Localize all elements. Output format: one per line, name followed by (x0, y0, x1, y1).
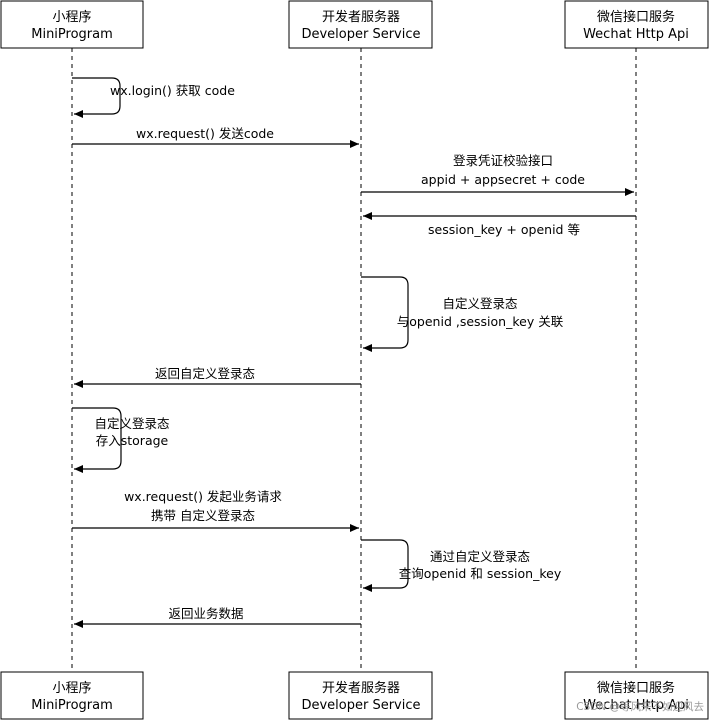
actor-box-wechat-api-top: 微信接口服务 Wechat Http Api (564, 0, 709, 49)
message-label-line2: 存入storage (96, 433, 169, 448)
self-loop-arrow (361, 276, 409, 352)
message-wx-request-send-code: wx.request() 发送code (72, 126, 359, 148)
self-loop-arrow (72, 407, 122, 473)
actor-name-cn: 小程序 (52, 681, 91, 696)
message-session-key-response: session_key + openid 等 (363, 212, 636, 237)
message-label-line2: 携带 自定义登录态 (151, 508, 255, 523)
message-query-session: 通过自定义登录态 查询openid 和 session_key (361, 539, 562, 592)
actor-name-en: MiniProgram (31, 27, 113, 42)
self-loop-arrow (72, 77, 121, 118)
actor-name-en: Developer Service (301, 27, 420, 42)
actor-name-en: Wechat Http Api (583, 698, 689, 713)
message-label-line2: appid + appsecret + code (421, 172, 585, 187)
actor-name-en: MiniProgram (31, 698, 113, 713)
actor-name-en: Wechat Http Api (583, 27, 689, 42)
message-business-request: wx.request() 发起业务请求 携带 自定义登录态 (72, 489, 359, 532)
message-label: 返回业务数据 (168, 606, 243, 621)
actor-name-en: Developer Service (301, 698, 420, 713)
actor-box-wechat-api-bottom: 微信接口服务 Wechat Http Api (564, 671, 709, 720)
message-custom-login-state-bind: 自定义登录态 与openid ,session_key 关联 (361, 276, 564, 352)
message-return-business-data: 返回业务数据 (74, 606, 361, 628)
actor-box-miniprogram-top: 小程序 MiniProgram (0, 0, 144, 49)
watermark-text: CSDN @等风来不如迎风去 (576, 700, 704, 713)
message-label: wx.login() 获取 code (110, 83, 235, 98)
actor-name-cn: 微信接口服务 (597, 9, 675, 25)
actor-name-cn: 开发者服务器 (322, 680, 400, 696)
actor-name-cn: 小程序 (52, 10, 91, 25)
message-label-line1: 自定义登录态 (94, 416, 169, 431)
actor-box-miniprogram-bottom: 小程序 MiniProgram (0, 671, 144, 720)
message-wx-login: wx.login() 获取 code (72, 77, 235, 118)
message-label-line1: 自定义登录态 (442, 296, 517, 311)
actor-name-cn: 开发者服务器 (322, 9, 400, 25)
message-label-line1: 登录凭证校验接口 (453, 153, 553, 168)
message-label: 返回自定义登录态 (155, 366, 255, 381)
message-label-line1: wx.request() 发起业务请求 (124, 489, 282, 504)
message-label: session_key + openid 等 (428, 222, 580, 237)
message-label: wx.request() 发送code (136, 126, 274, 141)
message-label-line2: 查询openid 和 session_key (399, 566, 562, 581)
actor-name-cn: 微信接口服务 (597, 680, 675, 696)
message-store-login-state: 自定义登录态 存入storage (72, 407, 170, 473)
actor-box-developer-service-top: 开发者服务器 Developer Service (288, 0, 433, 49)
actor-box-developer-service-bottom: 开发者服务器 Developer Service (288, 671, 433, 720)
message-label-line2: 与openid ,session_key 关联 (397, 314, 564, 329)
message-return-custom-login-state: 返回自定义登录态 (74, 366, 361, 388)
self-loop-arrow (361, 539, 409, 592)
message-label-line1: 通过自定义登录态 (430, 549, 530, 564)
message-code2session-request: 登录凭证校验接口 appid + appsecret + code (361, 153, 634, 196)
